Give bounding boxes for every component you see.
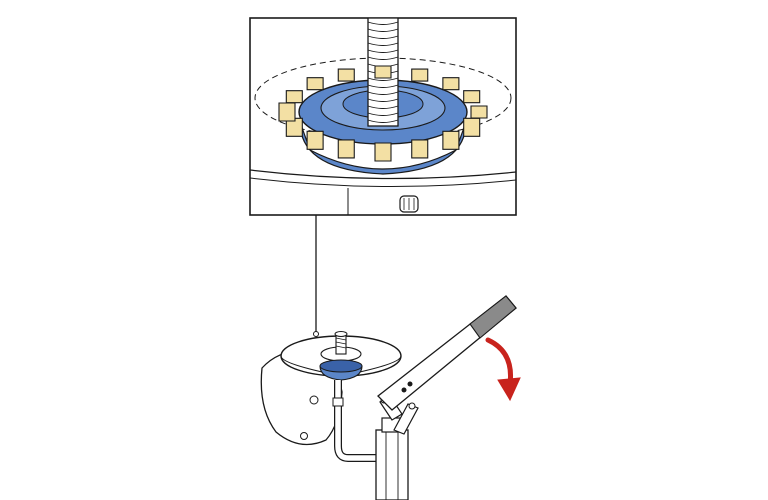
turntable-edge-lower xyxy=(250,177,516,188)
pump-lever xyxy=(377,295,517,411)
spindle-thread xyxy=(367,21,399,25)
clamping-jaw xyxy=(374,65,392,79)
lever-grip xyxy=(469,295,517,339)
clamping-jaw xyxy=(306,130,324,150)
clamping-jaws xyxy=(278,65,488,162)
clamping-jaw xyxy=(278,102,296,122)
pump-column xyxy=(375,417,409,500)
locking-knob xyxy=(399,195,419,213)
clamping-jaw xyxy=(442,77,460,91)
clamping-jaw xyxy=(470,105,488,119)
spindle-thread xyxy=(367,105,399,109)
clamping-jaw xyxy=(285,117,303,137)
spindle-thread xyxy=(367,42,399,46)
hub-assembly xyxy=(319,331,363,381)
clamping-jaw xyxy=(285,90,303,104)
clamping-jaw xyxy=(411,68,429,82)
clamping-jaw xyxy=(411,139,429,159)
spindle-thread xyxy=(367,49,399,53)
curved-arrow-down-icon xyxy=(485,337,521,402)
clamping-jaw xyxy=(337,139,355,159)
turntable-marker xyxy=(313,331,319,337)
clamping-jaw xyxy=(306,77,324,91)
spindle-thread xyxy=(367,28,399,32)
pipe-fitting xyxy=(332,397,344,407)
spindle-thread xyxy=(367,91,399,95)
turntable-edge xyxy=(250,169,516,180)
clamping-jaw xyxy=(374,142,392,162)
tire-changer-machine xyxy=(260,295,521,500)
hydraulic-pipe xyxy=(332,380,380,462)
spindle-thread xyxy=(367,98,399,102)
detail-inset xyxy=(249,17,517,216)
shield-bolt-lower xyxy=(300,432,308,440)
spindle-thread xyxy=(367,35,399,39)
clamping-jaw xyxy=(442,130,460,150)
spindle-thread xyxy=(367,77,399,81)
clamping-jaw xyxy=(337,68,355,82)
shield-bolt xyxy=(309,395,319,405)
spindle-thread xyxy=(367,119,399,123)
spindle-thread xyxy=(367,56,399,60)
clamping-jaw xyxy=(463,117,481,137)
spindle-thread xyxy=(367,112,399,116)
clamping-jaw xyxy=(463,90,481,104)
spindle-thread xyxy=(367,84,399,88)
